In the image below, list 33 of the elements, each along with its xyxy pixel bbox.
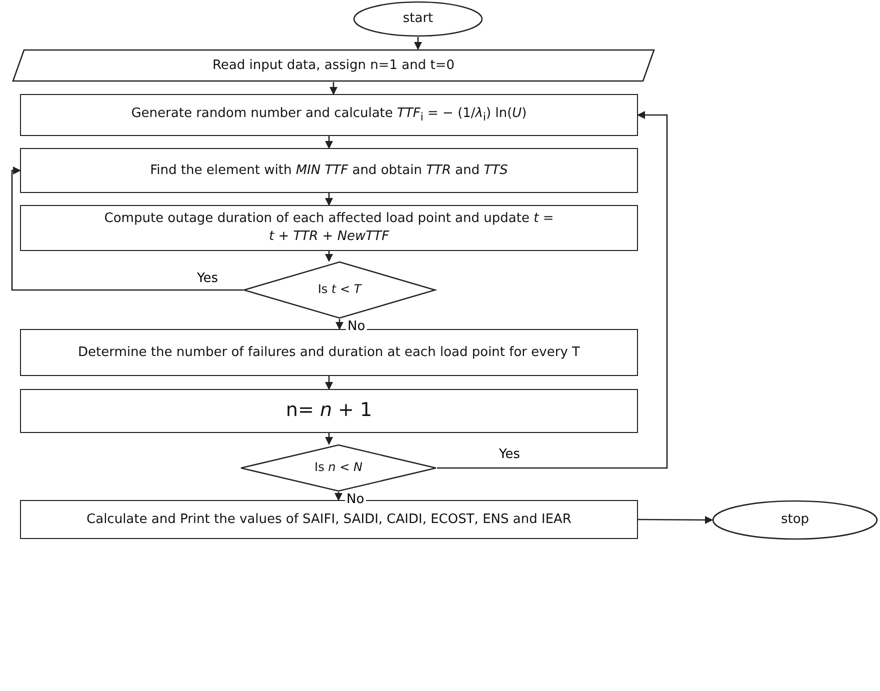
decision-text: Is t < T: [316, 282, 363, 298]
arrow: [638, 516, 713, 524]
terminal-oval: [712, 500, 878, 540]
process-box: [20, 389, 638, 433]
input-parallelogram: [12, 49, 655, 82]
decision-text: Is n < N: [314, 460, 364, 476]
arrow: [325, 193, 333, 206]
decision-diamond: [240, 444, 437, 492]
node-text: stop: [780, 511, 810, 529]
node-text: Read input data, assign n=1 and t=0: [211, 56, 456, 74]
arrow: [325, 136, 333, 149]
decision-diamond: [243, 261, 436, 319]
arrow: [334, 492, 342, 501]
node-text: Determine the number of failures and duration at each load point for every T: [77, 344, 581, 362]
arrow: [330, 82, 338, 95]
node-text: n= n + 1: [284, 398, 374, 424]
node-text: start: [402, 10, 434, 28]
process-box: [20, 205, 638, 251]
arrow: [336, 319, 344, 330]
node-text: Find the element with MIN TTF and obtain TTR and TTS: [149, 162, 509, 180]
terminal-oval: [353, 1, 483, 37]
arrow: [414, 37, 422, 50]
process-box: [20, 94, 638, 136]
node-text: Generate random number and calculate TTF$_{i}$ = − (1/λ$_{i}$) ln(U): [130, 104, 528, 126]
process-box: [20, 148, 638, 193]
arrow: [325, 251, 333, 262]
arrow: [325, 433, 333, 445]
arrow: [11, 166, 243, 291]
process-box: [20, 329, 638, 376]
arrow: [437, 111, 668, 469]
node-text: Calculate and Print the values of SAIFI, SAIDI, CAIDI, ECOST, ENS and IEAR: [86, 510, 572, 528]
node-text: Compute outage duration of each affected load point and update t = t + TTR + NewTTF: [103, 210, 555, 246]
arrow: [325, 376, 333, 390]
